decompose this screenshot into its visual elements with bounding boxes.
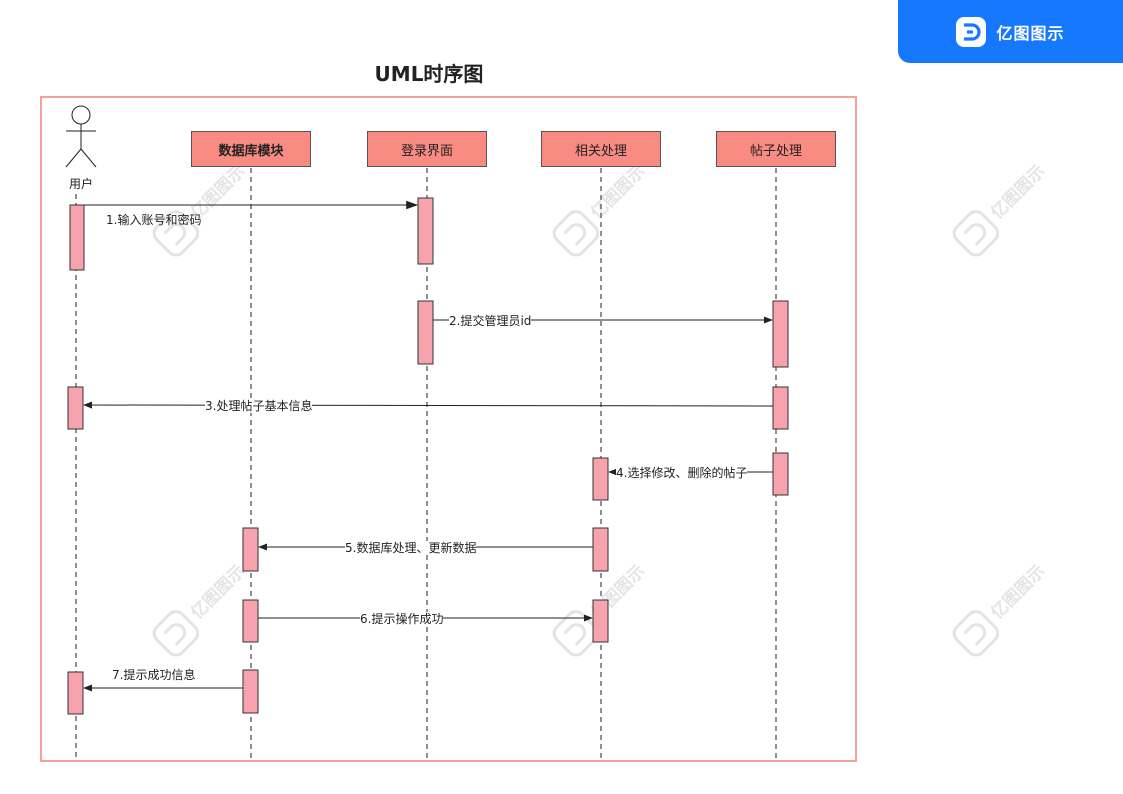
- participant-login-screen: 登录界面: [367, 131, 487, 167]
- activation-bar: [592, 527, 609, 572]
- message-label-3: 3.处理帖子基本信息: [205, 399, 313, 413]
- activation-bar: [592, 457, 609, 501]
- activation-bar: [242, 669, 259, 714]
- activation-bar: [67, 671, 84, 715]
- message-label-1: 1.输入账号和密码: [106, 213, 202, 227]
- diagram-title: UML时序图: [374, 62, 484, 86]
- message-label-5: 5.数据库处理、更新数据: [345, 541, 477, 555]
- activation-bar: [69, 204, 85, 271]
- message-arrow-3: [83, 401, 774, 409]
- message-label-4: 4.选择修改、删除的帖子: [616, 466, 748, 480]
- brand-name: 亿图图示: [996, 23, 1065, 43]
- participant-post-processing: 帖子处理: [716, 131, 836, 167]
- message-label-6: 6.提示操作成功: [360, 612, 444, 626]
- actor-label-user: 用户: [69, 177, 94, 191]
- activation-bar: [772, 300, 789, 368]
- activation-bar: [417, 300, 434, 365]
- participant-related-processing: 相关处理: [541, 131, 661, 167]
- diagram-frame: [40, 96, 857, 762]
- activation-bar: [67, 386, 84, 430]
- message-label-7: 7.提示成功信息: [112, 668, 196, 682]
- message-label-2: 2.提交管理员id: [449, 314, 532, 328]
- brand-badge: 亿图图示: [898, 0, 1123, 63]
- participant-database-module: 数据库模块: [191, 131, 311, 167]
- activation-bar: [592, 599, 609, 643]
- activation-bar: [417, 197, 434, 265]
- edraw-logo-icon: [956, 16, 987, 47]
- activation-bar: [772, 452, 789, 496]
- activation-bar: [242, 599, 259, 643]
- activation-bar: [772, 386, 789, 430]
- activation-bar: [242, 527, 259, 572]
- user-actor-icon: [65, 105, 97, 168]
